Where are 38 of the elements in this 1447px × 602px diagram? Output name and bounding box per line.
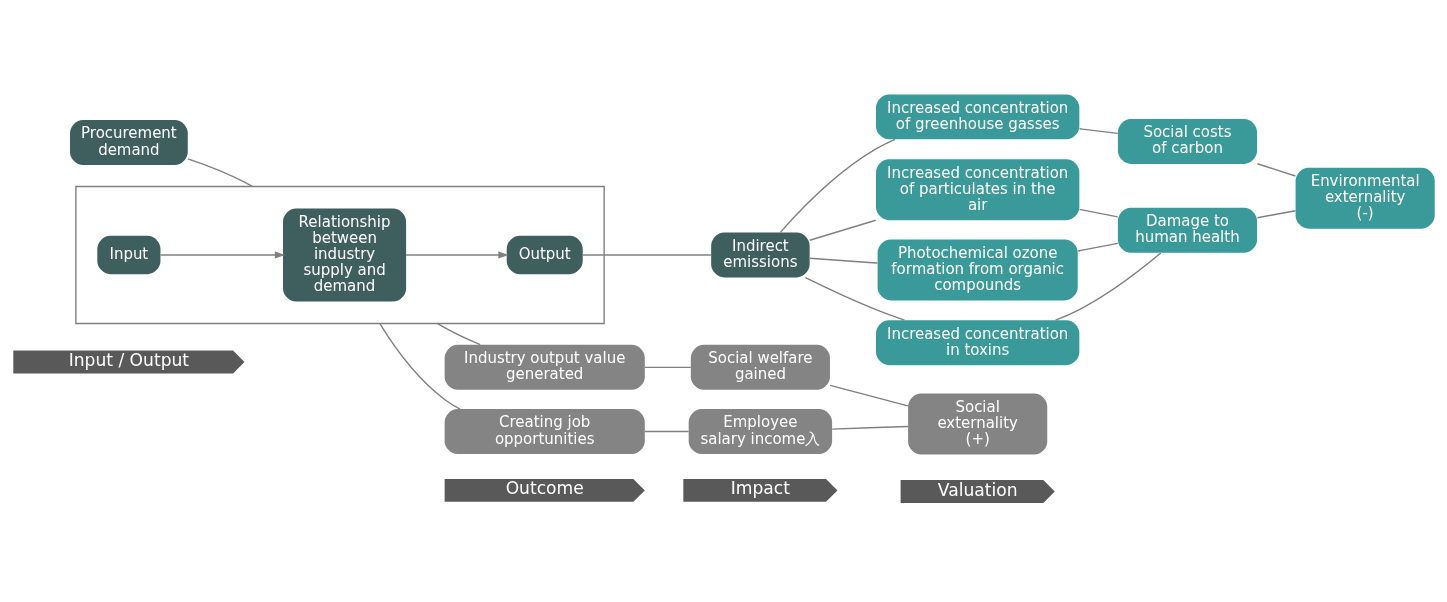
connector (808, 257, 878, 264)
node-box: Damage to human health (1117, 207, 1257, 253)
node-box: Social welfare gained (690, 344, 830, 390)
connector (808, 219, 876, 241)
node-box: Increased concentration in toxins (875, 319, 1079, 365)
node-box: Procurement demand (69, 119, 188, 165)
connector (779, 138, 896, 233)
arrow (404, 250, 509, 259)
node-box: Social costs of carbon (1117, 118, 1257, 164)
node-box: Increased concentration of greenhouse gasses (875, 93, 1079, 139)
node-box: Environmental externality (-) (1295, 167, 1435, 229)
connector (828, 384, 909, 407)
connector (643, 366, 691, 368)
connector (643, 430, 689, 432)
node-box: Photochemical ozone formation from organic compounds (877, 238, 1078, 300)
connector (1078, 127, 1118, 134)
connector (1054, 251, 1161, 321)
node-box: Relationship between industry supply and demand (282, 207, 406, 301)
node-box: Output (506, 235, 583, 274)
connector (1256, 162, 1296, 177)
cluster (74, 185, 605, 324)
connector (378, 322, 461, 410)
connector (1078, 208, 1118, 218)
node-box: Indirect emissions (710, 231, 810, 277)
node-box: Social externality (+) (907, 393, 1047, 455)
connector (186, 157, 253, 187)
node-box: Industry output value generated (444, 344, 645, 390)
connector (804, 276, 905, 321)
node-box: Increased concentration of particulates in the air (875, 158, 1079, 220)
connector (436, 322, 481, 345)
connector (1076, 242, 1118, 252)
node-box: Input (96, 235, 160, 274)
connector (581, 253, 712, 256)
node-box: Creating job opportunities (444, 408, 645, 454)
connector (1256, 209, 1296, 218)
node-box: Employee salary income入 (688, 408, 832, 454)
arrow (159, 250, 285, 259)
connector (831, 425, 909, 430)
